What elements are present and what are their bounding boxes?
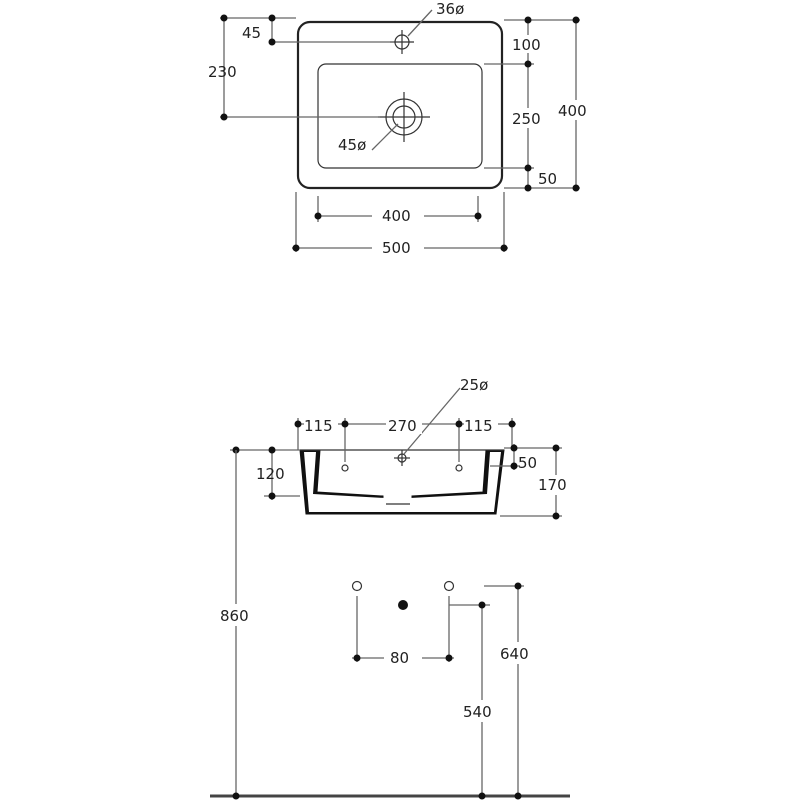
bowl-outline — [317, 63, 483, 169]
supply-pipe-left — [351, 580, 363, 592]
drain-leader — [371, 123, 399, 151]
overall-width-label: 500 — [382, 239, 411, 257]
wall-view: 860 80 540 640 — [210, 450, 570, 800]
left-offset-label: 115 — [304, 417, 333, 435]
basin-height-label: 170 — [538, 476, 567, 494]
supply-height-label: 640 — [500, 645, 529, 663]
fixing-spacing-label: 270 — [388, 417, 417, 435]
waste-leader — [403, 387, 461, 455]
pipe-spacing-label: 80 — [390, 649, 409, 667]
waste-height-label: 540 — [463, 703, 492, 721]
fixing-hole-left — [341, 464, 349, 472]
fixing-hole-right — [455, 464, 463, 472]
rim-thickness-label: 50 — [518, 454, 537, 472]
overall-depth-label: 400 — [558, 102, 587, 120]
drain-hole-label: 45ø — [338, 136, 366, 154]
inner-width-label: 400 — [382, 207, 411, 225]
top-view: 36ø 45ø 45 230 100 250 — [208, 0, 594, 257]
tap-hole-leader — [407, 9, 433, 37]
waste-pipe — [398, 600, 408, 610]
supply-pipe-right — [443, 580, 455, 592]
tap-hole-label: 36ø — [436, 0, 464, 18]
basin-depth-label: 250 — [512, 110, 541, 128]
right-margin-top-label: 100 — [512, 36, 541, 54]
rim-height-label: 860 — [220, 607, 249, 625]
tap-offset-label: 45 — [242, 24, 261, 42]
right-offset-label: 115 — [464, 417, 493, 435]
front-view: 25ø 115 270 115 120 50 — [230, 376, 576, 520]
fixing-height-label: 120 — [256, 465, 285, 483]
waste-dia-label: 25ø — [460, 376, 488, 394]
drain-offset-label: 230 — [208, 63, 237, 81]
basin-outline — [296, 20, 504, 190]
right-margin-bottom-label: 50 — [538, 170, 557, 188]
basin-section-inner — [304, 452, 501, 512]
